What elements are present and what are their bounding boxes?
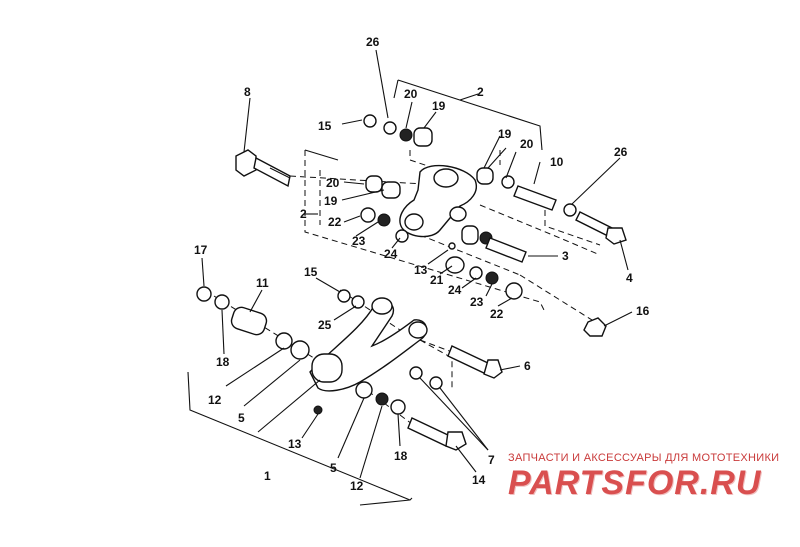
- callout-15: 15: [318, 119, 332, 133]
- rocker-link: [399, 164, 477, 238]
- callout-20: 20: [326, 176, 340, 190]
- callout-23: 23: [470, 295, 484, 309]
- callout-10: 10: [550, 155, 564, 169]
- callout-24: 24: [448, 283, 462, 297]
- lower-small-parts: [196, 286, 503, 451]
- callout-21: 21: [430, 273, 444, 287]
- callout-3: 3: [562, 249, 569, 263]
- group-1-bracket: [187, 371, 413, 506]
- upper-small-parts: [360, 114, 627, 337]
- callout-14: 14: [472, 473, 486, 487]
- callout-5: 5: [238, 411, 245, 425]
- callout-12: 12: [350, 479, 364, 493]
- callout-18: 18: [394, 449, 408, 463]
- callout-25: 25: [318, 318, 332, 332]
- callout-17: 17: [194, 243, 208, 257]
- lower-arm: [309, 297, 428, 392]
- group-2-bracket-top: [393, 79, 543, 151]
- callout-19: 19: [432, 99, 446, 113]
- callout-4: 4: [626, 271, 633, 285]
- callout-19: 19: [498, 127, 512, 141]
- callout-26: 26: [614, 145, 628, 159]
- callout-2: 2: [300, 207, 307, 221]
- bolt-8: [235, 149, 291, 188]
- callout-26: 26: [366, 35, 380, 49]
- watermark-tagline: ЗАПЧАСТИ И АКСЕССУАРЫ ДЛЯ МОТОТЕХНИКИ: [508, 452, 780, 464]
- watermark-logo: PARTSFOR.RU: [508, 464, 762, 502]
- upper-guide-lines: [289, 150, 601, 326]
- callout-20: 20: [520, 137, 534, 151]
- callout-22: 22: [490, 307, 504, 321]
- leader-lines: [201, 49, 633, 479]
- callout-13: 13: [414, 263, 428, 277]
- callout-12: 12: [208, 393, 222, 407]
- callout-16: 16: [636, 304, 650, 318]
- callout-1: 1: [264, 469, 271, 483]
- callout-5: 5: [330, 461, 337, 475]
- callout-18: 18: [216, 355, 230, 369]
- callout-labels: 26 2 20 19 15 8 19 20 10 26 20 19 2 22 2…: [194, 35, 650, 493]
- callout-2: 2: [477, 85, 484, 99]
- callout-8: 8: [244, 85, 251, 99]
- callout-23: 23: [352, 234, 366, 248]
- callout-7: 7: [488, 453, 495, 467]
- callout-19: 19: [324, 194, 338, 208]
- callout-15: 15: [304, 265, 318, 279]
- callout-22: 22: [328, 215, 342, 229]
- callout-6: 6: [524, 359, 531, 373]
- group-2-bracket-left: [304, 149, 546, 313]
- callout-20: 20: [404, 87, 418, 101]
- callout-13: 13: [288, 437, 302, 451]
- callout-24: 24: [384, 247, 398, 261]
- callout-11: 11: [256, 276, 269, 290]
